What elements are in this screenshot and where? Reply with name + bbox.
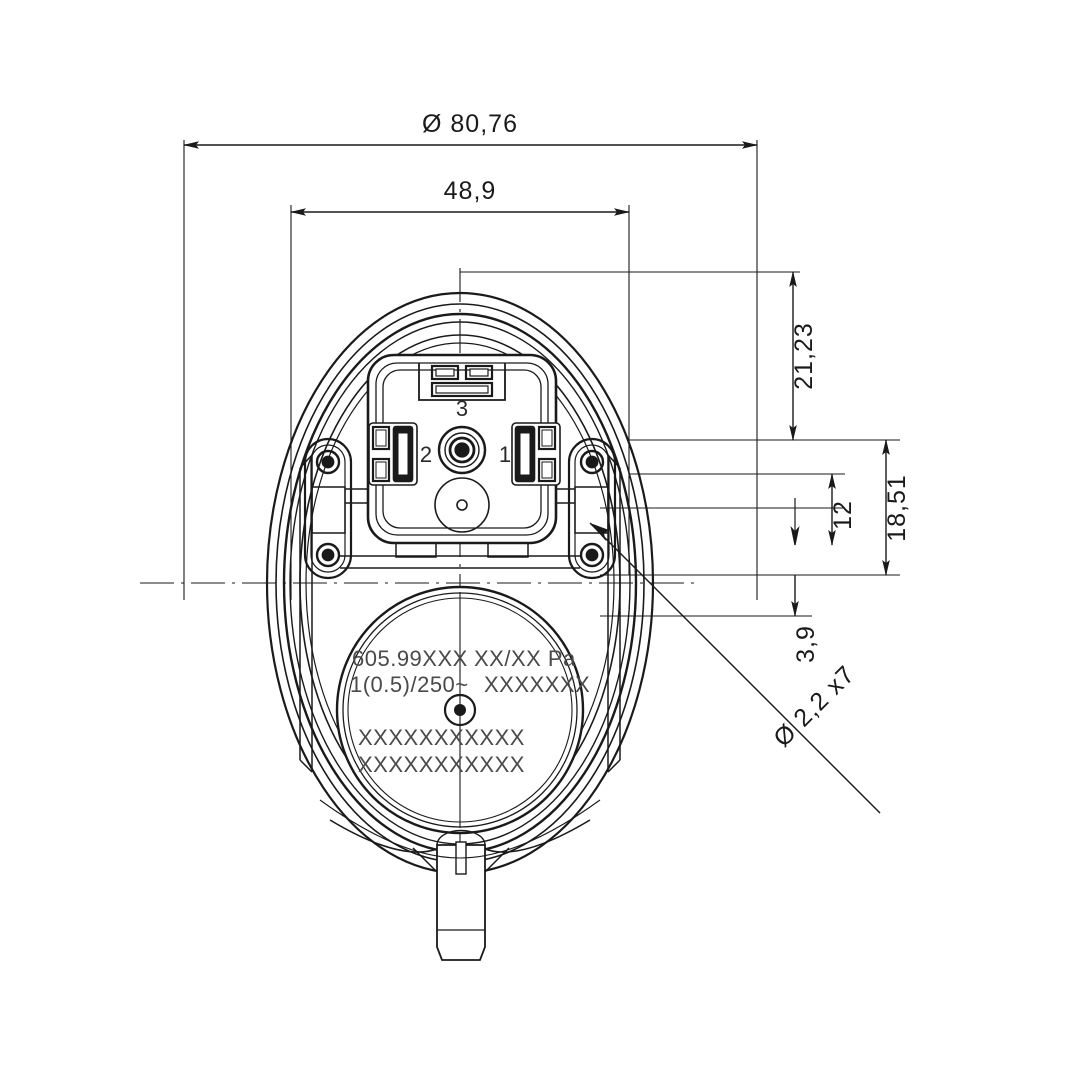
terminal-3-recess — [418, 363, 506, 401]
dimension-outer-diameter: Ø 80,76 — [183, 110, 758, 149]
terminal-1-label: 1 — [499, 442, 511, 467]
dimension-vertical-top: 21,23 — [789, 271, 818, 441]
label-line3: XXXXXXXXXXX — [358, 725, 525, 750]
dimension-vertical-bottom-label: 3,9 — [792, 625, 820, 663]
callout-hole-diameter-label: Ø 2,2 x7 — [768, 660, 860, 752]
dimension-vertical-small-label: 12 — [829, 500, 857, 530]
dimension-vertical-bottom: 3,9 — [791, 575, 820, 663]
connector-foot-tabs — [395, 542, 529, 558]
label-line4: XXXXXXXXXXX — [358, 752, 525, 777]
callout-hole-diameter: Ø 2,2 x7 — [589, 522, 881, 814]
dimension-inner-width-label: 48,9 — [444, 177, 497, 205]
label-line2-right: XXXXXXX — [484, 672, 590, 697]
lower-boss — [434, 477, 490, 533]
dimension-inner-width: 48,9 — [290, 177, 630, 216]
central-hub — [437, 425, 487, 475]
dimension-vertical-small-tick — [790, 498, 800, 546]
dimension-extension-lines — [183, 140, 900, 617]
dimension-vertical-top-label: 21,23 — [790, 322, 818, 390]
bottom-shoulder — [329, 819, 591, 853]
label-line1-left: 605.99XXX — [352, 646, 468, 671]
terminal-3-label: 3 — [456, 396, 468, 421]
label-plate-center-pip — [443, 693, 477, 727]
terminal-1-blades — [511, 422, 561, 486]
dimension-vertical-mid-label: 18,51 — [883, 474, 911, 542]
terminal-2-blades — [368, 422, 418, 486]
mounting-ear-right — [567, 437, 617, 580]
mounting-ear-left — [303, 437, 353, 580]
terminal-2-label: 2 — [420, 442, 432, 467]
label-line1-right: XX/XX Pa — [474, 646, 576, 671]
dimension-vertical-mid: 18,51 — [882, 439, 911, 576]
dimension-outer-diameter-label: Ø 80,76 — [422, 110, 518, 138]
label-line2-left: 1(0.5)/250~ — [350, 672, 469, 697]
bottom-stem — [412, 829, 510, 961]
bottom-inner-arcs — [319, 799, 601, 859]
dimension-vertical-small: 12 — [828, 473, 857, 546]
